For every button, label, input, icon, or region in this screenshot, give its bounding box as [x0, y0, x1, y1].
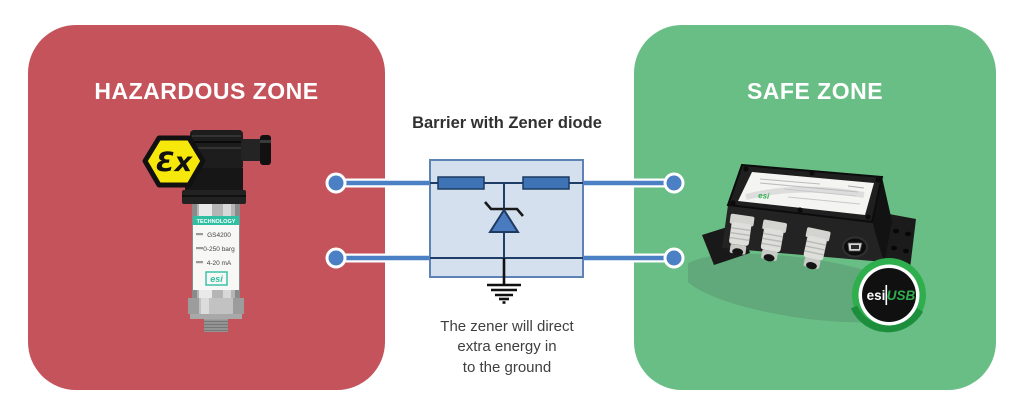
connector-dot-safe-top — [663, 172, 685, 194]
caption-line-1: The zener will direct — [440, 318, 574, 335]
esi-usb-interface-image: esi — [688, 163, 926, 333]
device-brand-logo: esi — [758, 191, 770, 201]
connector-dot-safe-bottom — [663, 247, 685, 269]
enclosure-side — [872, 177, 892, 265]
output-text: 4-20 mA — [207, 260, 232, 267]
hazardous-zone-title: HAZARDOUS ZONE — [94, 78, 319, 104]
zener-barrier-circuit — [325, 159, 685, 304]
ex-atex-icon: Ɛx — [142, 135, 206, 188]
product-label: TECHNOLOGY GS4200 0-250 barg 4-20 mA esi — [193, 216, 239, 290]
safe-zone-panel: SAFE ZONE — [634, 25, 996, 390]
process-connection — [188, 298, 244, 332]
range-text: 0-250 barg — [203, 246, 235, 253]
cable-gland-1 — [729, 213, 755, 256]
esi-usb-badge: esi USB — [850, 258, 926, 333]
ex-marking-text: Ɛx — [156, 147, 194, 178]
badge-brand-text: esi — [867, 288, 886, 303]
resistor-right — [522, 176, 570, 190]
label-header-text: TECHNOLOGY — [197, 219, 236, 225]
pressure-transducer-image: TECHNOLOGY GS4200 0-250 barg 4-20 mA esi — [142, 130, 271, 332]
connector-dot-hazardous-top — [325, 172, 347, 194]
cable-gland-2 — [760, 219, 787, 262]
resistor-left — [437, 176, 485, 190]
connector-dot-hazardous-bottom — [325, 247, 347, 269]
barrier-caption: The zener will direct extra energy in to… — [318, 317, 696, 378]
esi-logo: esi — [210, 274, 223, 284]
cable-gland-3 — [803, 227, 831, 270]
badge-product-text: USB — [887, 288, 916, 303]
device-top-label: esi — [738, 172, 874, 215]
model-text: GS4200 — [207, 232, 231, 239]
barrier-title: Barrier with Zener diode — [412, 114, 602, 132]
caption-line-2: extra energy in — [457, 338, 557, 356]
zener-diode-icon — [484, 201, 524, 233]
mini-usb-port — [842, 236, 868, 258]
lid-screws — [730, 166, 881, 220]
caption-line-3: to the ground — [462, 358, 552, 376]
safe-zone-title: SAFE ZONE — [746, 78, 884, 104]
ground-icon — [487, 258, 521, 304]
